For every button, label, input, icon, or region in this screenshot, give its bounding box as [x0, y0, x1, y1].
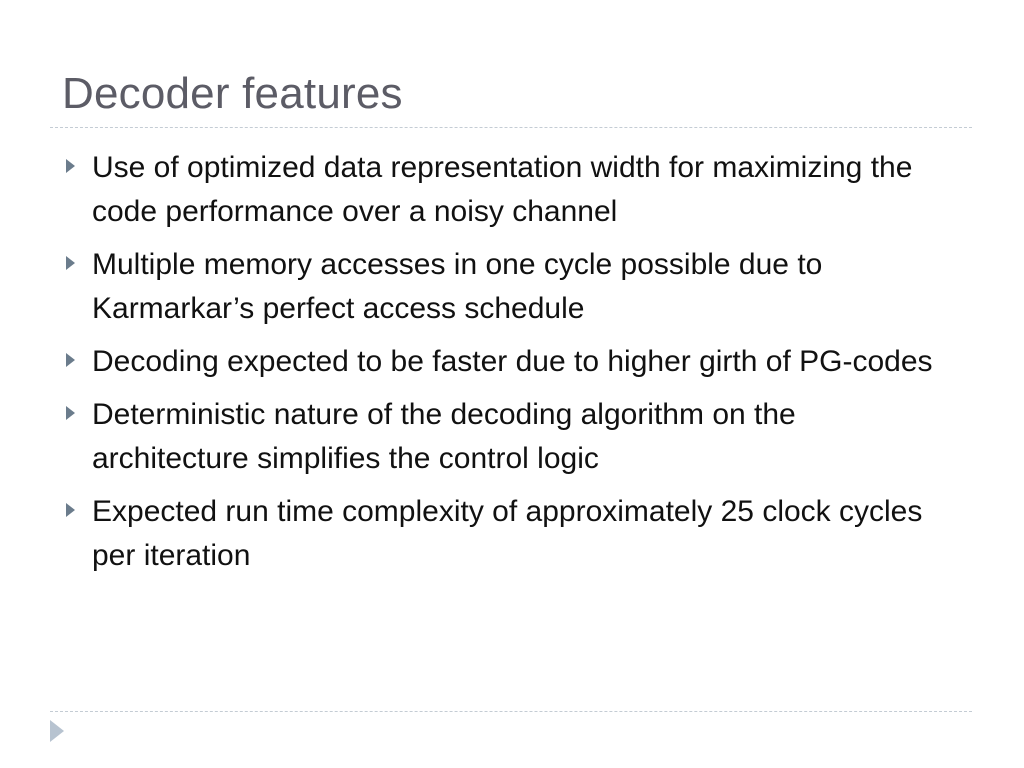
title-divider: [50, 127, 972, 128]
bullet-text: Decoding expected to be faster due to hi…: [92, 345, 933, 378]
bullet-text: Expected run time complexity of approxim…: [92, 495, 923, 572]
triangle-right-icon: [66, 256, 75, 270]
bullet-item: Use of optimized data representation wid…: [60, 146, 960, 234]
bullet-text: Multiple memory accesses in one cycle po…: [92, 248, 823, 325]
triangle-right-icon: [66, 353, 75, 367]
bullet-item: Decoding expected to be faster due to hi…: [60, 340, 960, 384]
triangle-right-icon: [66, 503, 75, 517]
play-arrow-icon[interactable]: [50, 720, 64, 742]
bullet-item: Expected run time complexity of approxim…: [60, 490, 960, 578]
triangle-right-icon: [66, 159, 75, 173]
bullet-item: Multiple memory accesses in one cycle po…: [60, 243, 960, 331]
bullet-text: Deterministic nature of the decoding alg…: [92, 398, 796, 475]
triangle-right-icon: [66, 406, 75, 420]
footer-divider: [50, 711, 972, 712]
bullet-list: Use of optimized data representation wid…: [60, 146, 960, 587]
bullet-text: Use of optimized data representation wid…: [92, 151, 913, 228]
bullet-item: Deterministic nature of the decoding alg…: [60, 393, 960, 481]
slide-title: Decoder features: [62, 69, 403, 118]
